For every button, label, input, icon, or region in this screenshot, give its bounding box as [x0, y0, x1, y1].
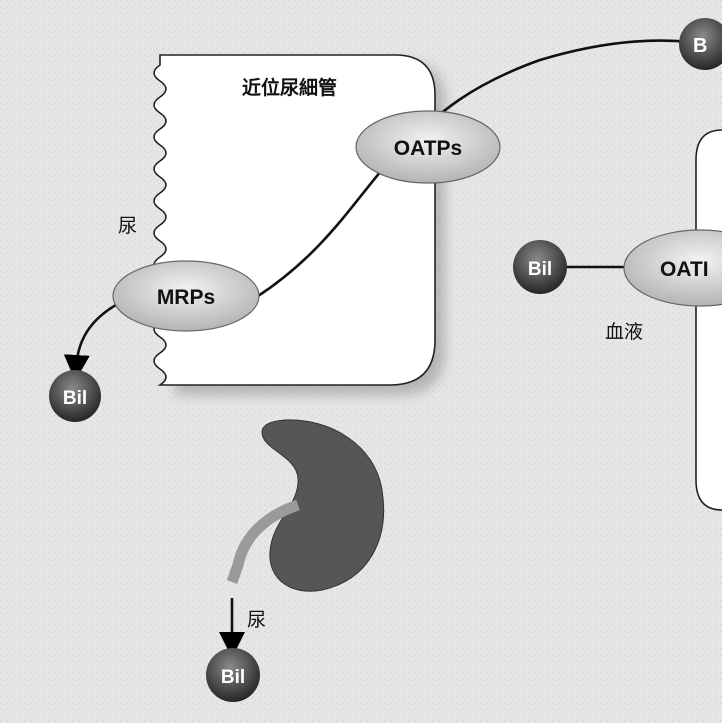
- mrps-label: MRPs: [157, 286, 215, 309]
- transport-curve: [254, 39, 691, 300]
- blood-label: 血液: [605, 321, 643, 343]
- mrps-transporter: [112, 260, 260, 332]
- kidney-shape: [261, 419, 385, 592]
- svg-text:Bil: Bil: [528, 259, 552, 280]
- svg-text:B: B: [693, 35, 707, 57]
- oatps-label: OATPs: [394, 137, 462, 160]
- oatp-right-label: OATI: [660, 258, 709, 281]
- urine-label: 尿: [118, 215, 137, 237]
- oatp-right-transporter: [623, 229, 722, 307]
- ureter: [226, 499, 300, 584]
- bil-kidney-outflow: Bil: [206, 648, 260, 702]
- tubule-label: 近位尿細管: [242, 76, 337, 99]
- kidney-urine-label: 尿: [247, 609, 266, 631]
- right-cell: [695, 129, 722, 511]
- bil-blood-side: Bil: [513, 240, 567, 294]
- bil-urine-side: Bil: [49, 370, 101, 422]
- bil-top-right: B: [679, 18, 722, 70]
- tubule-cell: [153, 54, 436, 386]
- svg-text:Bil: Bil: [63, 388, 87, 409]
- svg-text:Bil: Bil: [221, 667, 245, 688]
- oatps-transporter: [355, 110, 501, 184]
